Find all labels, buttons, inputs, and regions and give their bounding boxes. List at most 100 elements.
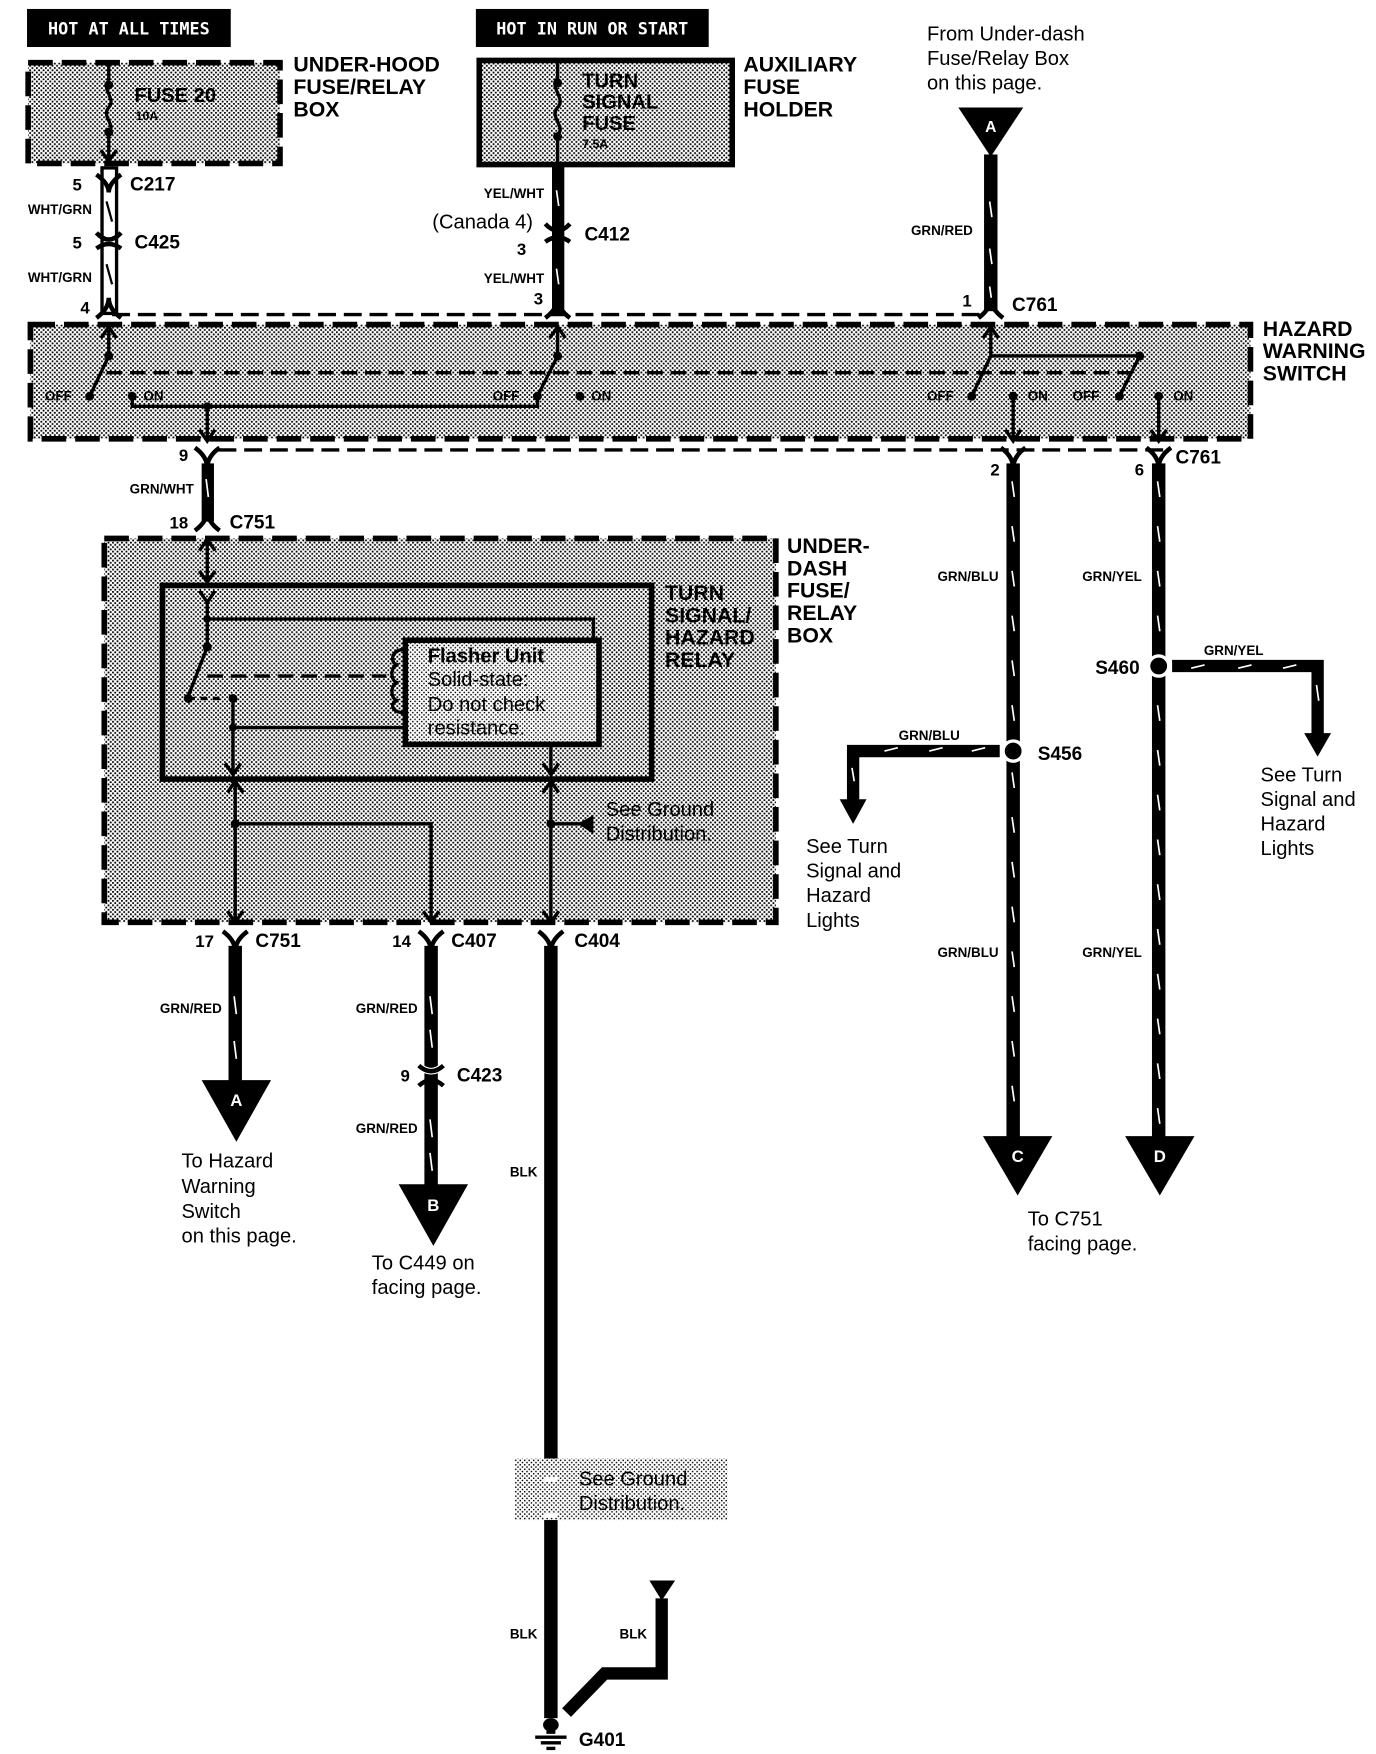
hazard-switch-label-2: WARNING <box>1263 339 1366 363</box>
wire-grn-blu-branch: GRN/BLU <box>839 728 1000 824</box>
hazard-warning-switch: OFF ON OFF ON OFF ON OFF ON HAZARD WARNI… <box>27 317 1366 444</box>
svg-text:18: 18 <box>170 513 189 532</box>
ground-g401-label: G401 <box>579 1730 626 1751</box>
under-dash-label-3: FUSE/ <box>787 579 850 603</box>
svg-text:C: C <box>1012 1147 1024 1166</box>
svg-text:S460: S460 <box>1095 658 1139 679</box>
relay-label-3: HAZARD <box>665 626 755 650</box>
svg-text:resistance.: resistance. <box>428 717 525 739</box>
wire-label-grn-blu-1: GRN/BLU <box>937 569 998 584</box>
svg-text:See Turn: See Turn <box>1261 764 1343 786</box>
svg-text:17: 17 <box>195 932 214 951</box>
wire-grn-red-to-a: GRN/RED <box>160 945 242 1086</box>
connector-c407: 14 C407 <box>392 929 497 952</box>
svg-text:on this page.: on this page. <box>927 73 1042 95</box>
pin-hazard-in-3: 3 <box>534 289 572 320</box>
svg-text:ON: ON <box>1173 389 1193 404</box>
svg-text:A: A <box>230 1091 242 1110</box>
flag-b-icon: B <box>398 1184 469 1246</box>
hazard-switch-label-1: HAZARD <box>1263 317 1353 341</box>
header-hot-at-all-times: HOT AT ALL TIMES <box>27 8 231 48</box>
svg-text:HOT IN RUN OR START: HOT IN RUN OR START <box>496 19 688 39</box>
flag-a-top-icon: A <box>958 107 1024 157</box>
svg-text:Switch: Switch <box>182 1201 241 1223</box>
svg-text:5: 5 <box>73 233 82 252</box>
connector-c751-out: 17 C751 <box>195 929 301 952</box>
relay-label-1: TURN <box>665 581 724 605</box>
svg-text:OFF: OFF <box>45 389 72 404</box>
svg-text:on this page.: on this page. <box>182 1225 297 1247</box>
svg-text:C407: C407 <box>451 931 496 952</box>
wire-grn-red-to-b: GRN/RED GRN/RED <box>356 945 438 1187</box>
under-hood-fuse-relay-box: FUSE 20 10A UNDER-HOOD FUSE/RELAY BOX <box>25 53 440 167</box>
wire-grn-yel-branch: GRN/YEL <box>1172 643 1332 757</box>
svg-text:Do not check: Do not check <box>428 694 546 716</box>
svg-text:To C751: To C751 <box>1028 1209 1103 1231</box>
aux-fuse-label-1: AUXILIARY <box>743 53 857 77</box>
svg-text:2: 2 <box>990 461 999 480</box>
aux-fuse-label-3: HOLDER <box>743 97 833 121</box>
svg-text:C404: C404 <box>574 931 620 952</box>
svg-text:OFF: OFF <box>927 389 954 404</box>
svg-text:facing page.: facing page. <box>1028 1233 1138 1255</box>
wire-label-blk-1: BLK <box>510 1164 538 1179</box>
svg-text:C761: C761 <box>1175 447 1221 468</box>
under-dash-label-1: UNDER- <box>787 534 870 558</box>
note-see-ground-2b: Distribution. <box>579 1493 685 1515</box>
svg-text:Signal and: Signal and <box>806 861 901 883</box>
relay-label-4: RELAY <box>665 648 735 672</box>
flag-d-icon: D <box>1125 1136 1195 1196</box>
svg-text:C761: C761 <box>1012 295 1058 316</box>
wire-label-yel-wht-1: YEL/WHT <box>484 186 545 201</box>
flag-c-icon: C <box>982 1136 1053 1196</box>
svg-text:C425: C425 <box>134 232 180 253</box>
note-see-turn-right: See Turn Signal and Hazard Lights <box>1261 764 1356 860</box>
relay-label-2: SIGNAL/ <box>665 603 751 627</box>
svg-text:3: 3 <box>534 289 543 308</box>
turn-signal-hazard-relay: TURN SIGNAL/ HAZARD RELAY <box>159 536 755 782</box>
note-to-hazard-switch: To Hazard Warning Switch on this page. <box>182 1150 297 1247</box>
wire-blk-main: BLK BLK <box>510 945 558 1719</box>
connector-c423: 9 C423 <box>401 1063 502 1088</box>
under-dash-label-4: RELAY <box>787 601 857 625</box>
svg-text:5: 5 <box>73 175 82 194</box>
svg-text:ON: ON <box>1028 389 1048 404</box>
wire-label-wht-grn-2: WHT/GRN <box>28 270 92 285</box>
svg-text:C751: C751 <box>230 512 276 533</box>
svg-text:Lights: Lights <box>1261 838 1315 860</box>
wire-grn-yel: GRN/YEL GRN/YEL <box>1082 463 1166 1147</box>
fuse-20-label: FUSE 20 <box>134 85 216 107</box>
wire-yel-wht: YEL/WHT YEL/WHT <box>484 164 565 314</box>
svg-text:See Turn: See Turn <box>806 836 888 858</box>
svg-text:Fuse/Relay Box: Fuse/Relay Box <box>927 48 1069 70</box>
svg-text:D: D <box>1154 1147 1166 1166</box>
ground-distribution-flag-icon <box>577 814 594 834</box>
svg-text:9: 9 <box>179 446 188 465</box>
svg-text:1: 1 <box>962 292 971 311</box>
wire-grn-red-top: GRN/RED <box>911 154 998 312</box>
svg-text:3: 3 <box>517 240 526 259</box>
note-see-ground-1a: See Ground <box>606 799 715 821</box>
note-see-turn-left: See Turn Signal and Hazard Lights <box>806 836 901 932</box>
under-hood-box-label-2: FUSE/RELAY <box>293 75 426 99</box>
svg-text:Lights: Lights <box>806 910 860 932</box>
note-to-c449: To C449 on facing page. <box>372 1252 482 1299</box>
relay-coil-icon <box>390 647 406 715</box>
connector-c761-bottom: 2 6 C761 <box>990 445 1221 480</box>
note-to-c751: To C751 facing page. <box>1028 1209 1138 1256</box>
svg-text:Hazard: Hazard <box>1261 814 1326 836</box>
under-hood-box-label-3: BOX <box>293 97 339 121</box>
see-ground-distribution-box: See Ground Distribution. <box>515 1458 728 1521</box>
flag-a-bottom-icon: A <box>201 1080 272 1142</box>
connector-c217: 5 C217 <box>73 172 175 195</box>
svg-text:C751: C751 <box>255 931 301 952</box>
wire-label-yel-wht-2: YEL/WHT <box>484 271 545 286</box>
auxiliary-fuse-holder: TURN SIGNAL FUSE 7.5A AUXILIARY FUSE HOL… <box>476 53 857 168</box>
svg-text:6: 6 <box>1135 461 1144 480</box>
connector-c761-top: 1 C761 <box>962 292 1058 320</box>
turn-signal-fuse-label-1: TURN <box>582 70 638 92</box>
wire-label-grn-red-a: GRN/RED <box>160 1001 222 1016</box>
wire-label-wht-grn-1: WHT/GRN <box>28 202 92 217</box>
hazard-switch-label-3: SWITCH <box>1263 362 1347 386</box>
